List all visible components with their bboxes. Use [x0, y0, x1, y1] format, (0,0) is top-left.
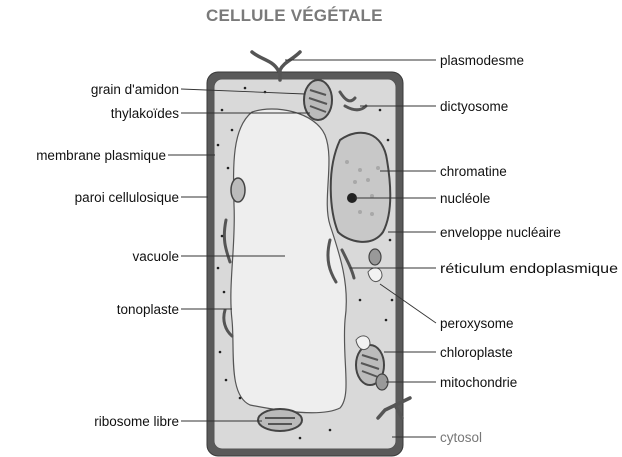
label-peroxysome: peroxysome	[440, 316, 514, 331]
label-enveloppe-nucleaire: enveloppe nucléaire	[440, 225, 561, 240]
label-thylakoides: thylakoïdes	[111, 106, 180, 121]
label-plasmodesme: plasmodesme	[440, 53, 524, 68]
label-dictyosome: dictyosome	[440, 99, 508, 114]
label-chromatine: chromatine	[440, 164, 507, 179]
label-nucleole: nucléole	[440, 191, 490, 206]
label-reticulum-endoplasmique: réticulum endoplasmique	[440, 261, 618, 276]
label-cytosol: cytosol	[440, 430, 482, 445]
chloroplast-base	[258, 409, 302, 431]
label-chloroplaste: chloroplaste	[440, 345, 513, 360]
label-mitochondrie: mitochondrie	[440, 375, 517, 390]
label-membrane-plasmique: membrane plasmique	[36, 148, 166, 163]
chloroplast-left	[231, 178, 245, 202]
label-tonoplaste: tonoplaste	[117, 302, 179, 317]
nucleus	[331, 133, 391, 242]
label-paroi-cellulosique: paroi cellulosique	[75, 190, 179, 205]
mitochondrion-2	[369, 249, 381, 265]
label-vacuole: vacuole	[132, 249, 179, 264]
label-ribosome-libre: ribosome libre	[94, 414, 179, 429]
chloroplast-top	[304, 80, 332, 120]
label-grain-amidon: grain d'amidon	[91, 82, 179, 97]
